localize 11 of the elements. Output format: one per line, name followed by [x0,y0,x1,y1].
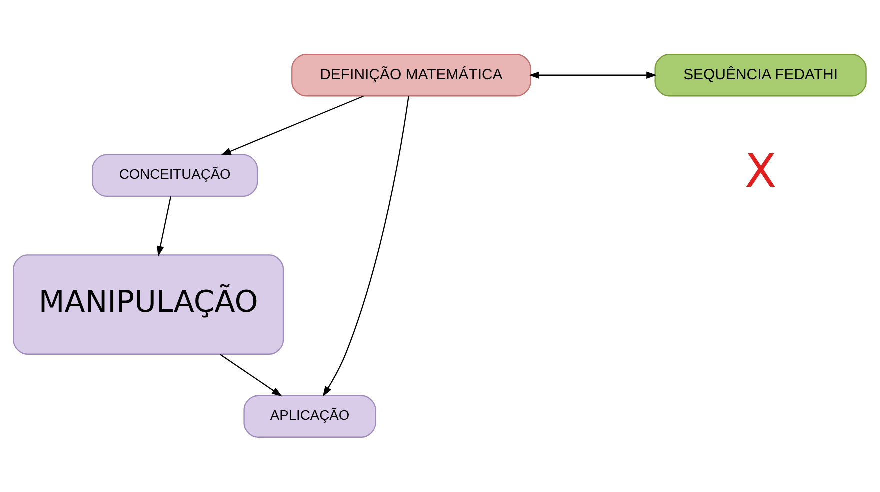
arrow [156,196,172,257]
arrow [220,354,282,397]
label: X [745,144,777,198]
arrow [529,72,658,79]
node-box: CONCEITUAÇÃO [92,154,258,197]
arrow [322,96,410,397]
node-box: MANIPULAÇÃO [13,254,284,355]
node-box: APLICAÇÃO [244,395,376,438]
node-box: DEFINIÇÃO MATEMÁTICA [292,54,532,97]
node-box: SEQUÊNCIA FEDATHI [654,54,867,97]
arrow [220,96,364,156]
